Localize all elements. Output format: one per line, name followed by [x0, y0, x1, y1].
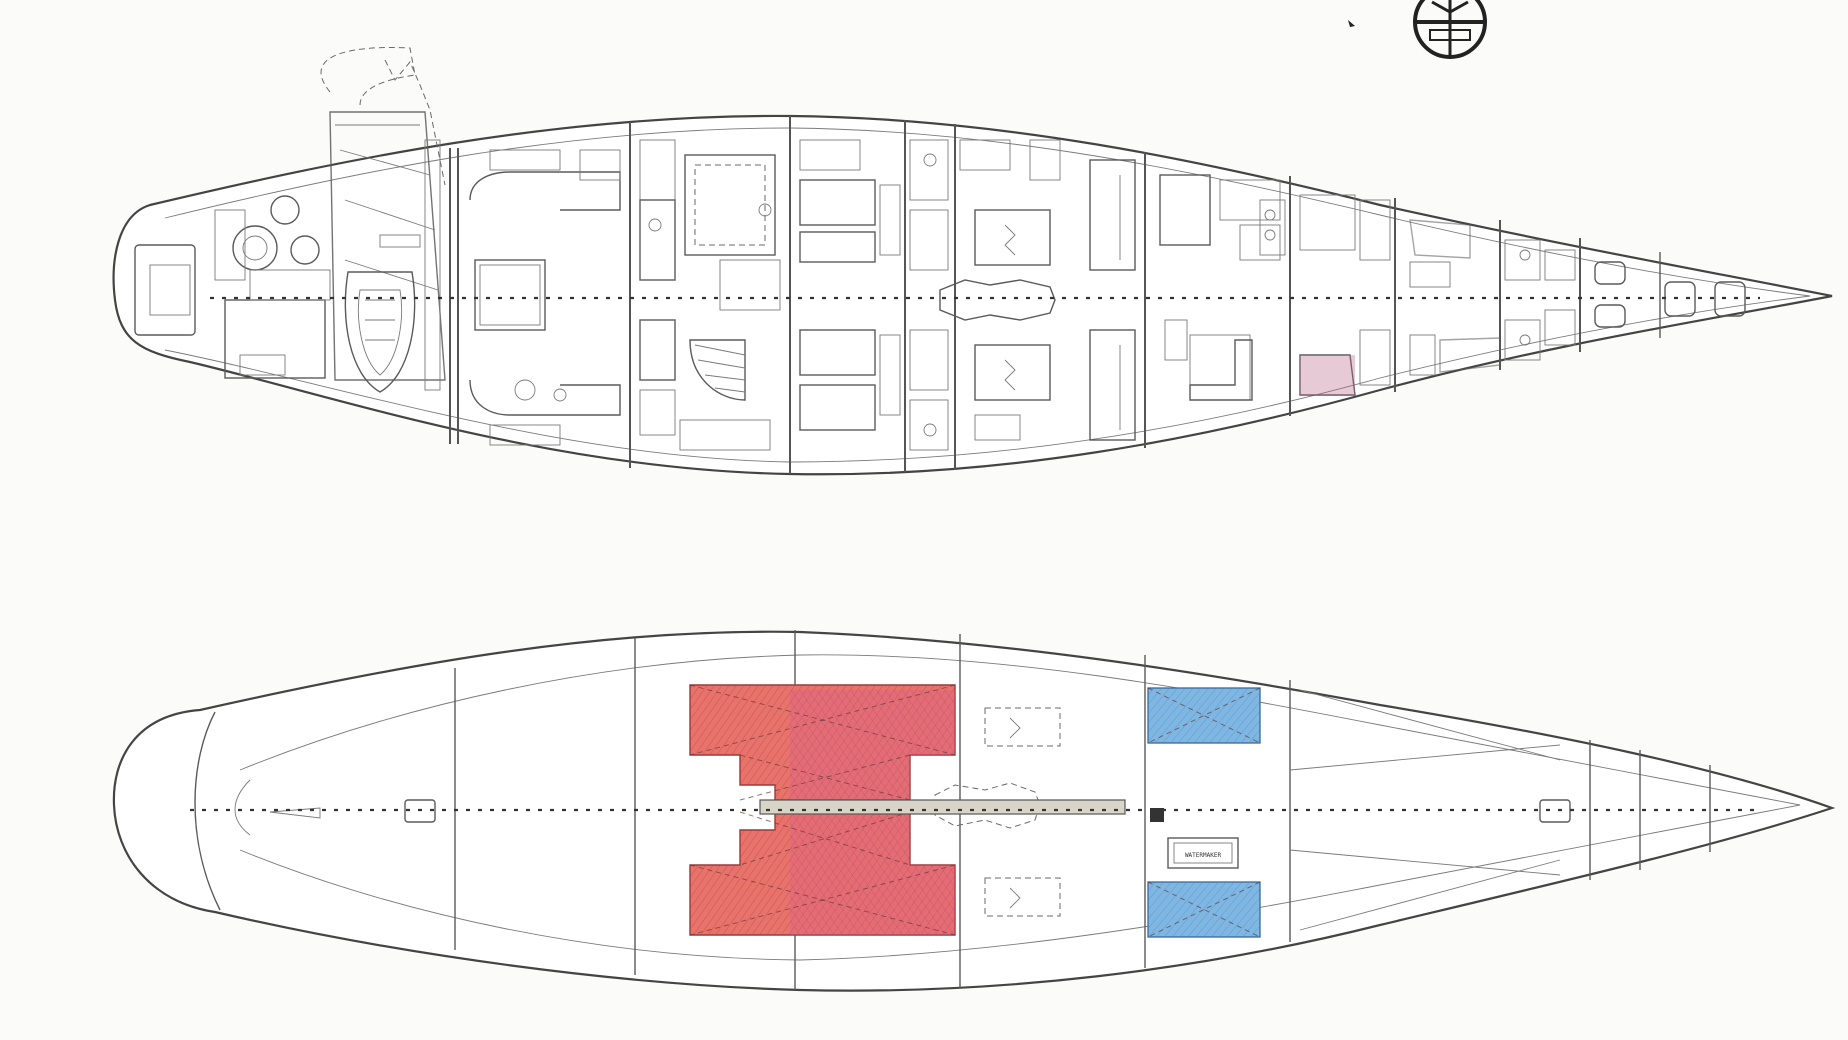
tender-crane-outline: [320, 47, 416, 106]
engine-room-tank-lower: [974, 344, 1051, 401]
lower-engine-outline: [934, 782, 1041, 829]
north-arrow-symbol: [1413, 0, 1487, 59]
main-saloon: [469, 149, 621, 446]
propeller-shaft-tunnel: [759, 799, 1126, 815]
dinghy-outline: [344, 271, 416, 393]
crew-bunk-1: [1299, 354, 1356, 396]
deck-saloon: [320, 47, 446, 393]
crew-cabins: [1299, 194, 1626, 396]
lower-inner-sheer: [194, 711, 221, 911]
guest-bed-4: [799, 231, 876, 263]
watermaker-label: WATERMAKER: [1185, 852, 1222, 859]
crew-bunk-2: [1409, 219, 1471, 259]
crew-mess-settee: [1189, 339, 1253, 401]
galley-crew-mess: [1159, 174, 1286, 401]
main-engine: [939, 279, 1056, 321]
engine-room: [939, 139, 1136, 441]
upper-inner-sheer: [164, 127, 1811, 463]
pointer-cursor-mark: [1348, 20, 1355, 27]
aft-cockpit: [134, 195, 331, 379]
saloon-table: [474, 259, 546, 331]
watermaker-unit: WATERMAKER: [1167, 837, 1239, 869]
guest-cabins: [799, 139, 949, 451]
spiral-staircase: [689, 339, 746, 401]
water-tanks: [1147, 687, 1261, 938]
fuel-tanks: [689, 684, 956, 936]
guest-bed-1: [799, 179, 876, 226]
grey-water-tank-lower: [984, 877, 1061, 917]
accommodation-plan: [112, 47, 1833, 476]
owner-suite: [639, 139, 781, 451]
engine-room-tank-upper: [974, 209, 1051, 266]
grey-water-tank-upper: [984, 707, 1061, 747]
guest-bed-2: [799, 329, 876, 376]
tank-plan: WATERMAKER: [112, 630, 1836, 992]
crew-bunk-3: [1439, 337, 1501, 373]
guest-bed-3: [799, 384, 876, 431]
